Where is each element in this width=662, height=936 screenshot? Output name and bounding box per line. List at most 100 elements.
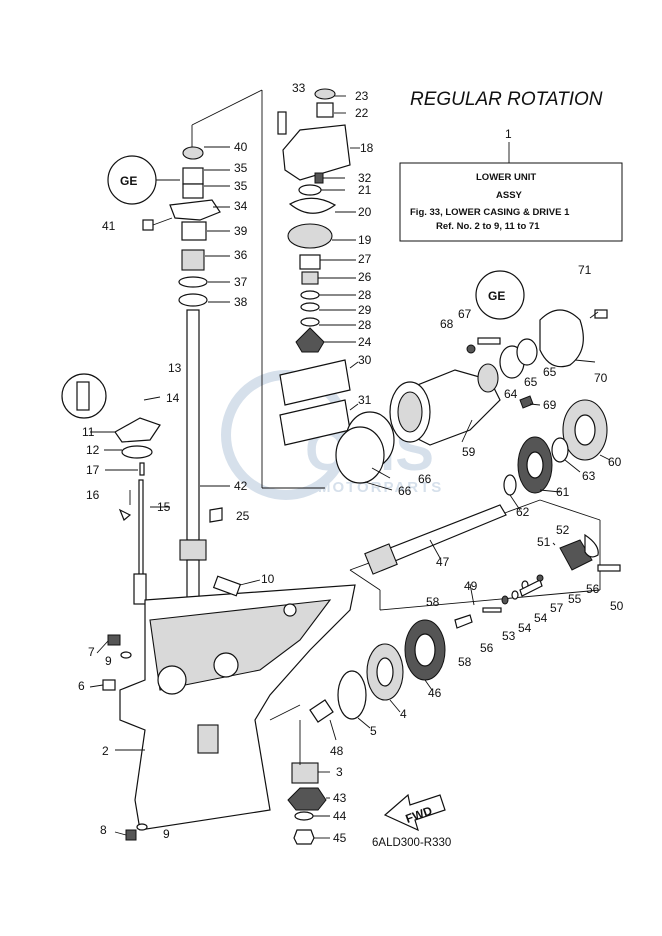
callout-14: 14 <box>166 391 180 405</box>
svg-text:GE: GE <box>120 174 137 188</box>
callout-27: 27 <box>358 252 372 266</box>
shaft-housing-assembly <box>335 309 611 511</box>
callout-42: 42 <box>234 479 248 493</box>
callout-48: 48 <box>330 744 344 758</box>
grease-symbol-icon <box>61 373 107 419</box>
callout-2: 2 <box>102 744 109 758</box>
callout-16: 16 <box>86 488 100 502</box>
callout-66b: 66 <box>398 484 412 498</box>
callout-3: 3 <box>336 765 343 779</box>
callout-65b: 65 <box>543 365 557 379</box>
callout-36: 36 <box>234 248 248 262</box>
callout-35: 35 <box>234 161 248 175</box>
callout-32: 32 <box>358 171 372 185</box>
callout-9b: 9 <box>163 827 170 841</box>
callout-65: 65 <box>524 375 538 389</box>
callout-31: 31 <box>358 393 372 407</box>
water-pump-assembly <box>277 88 360 446</box>
callout-39: 39 <box>234 224 248 238</box>
forward-gear-assembly <box>337 619 446 729</box>
callout-63: 63 <box>582 469 596 483</box>
callout-18: 18 <box>360 141 374 155</box>
svg-text:GE: GE <box>488 289 505 303</box>
callout-57: 57 <box>550 601 564 615</box>
callout-54b: 54 <box>534 611 548 625</box>
diagram-code: 6ALD300-R330 <box>372 837 451 849</box>
callout-47: 47 <box>436 555 450 569</box>
callout-17: 17 <box>86 463 100 477</box>
callout-67: 67 <box>458 307 472 321</box>
callout-30: 30 <box>358 353 372 367</box>
callout-56: 56 <box>586 582 600 596</box>
callout-21: 21 <box>358 183 372 197</box>
callout-59: 59 <box>462 445 476 459</box>
callout-71: 71 <box>578 263 592 277</box>
callout-24: 24 <box>358 335 372 349</box>
callout-10: 10 <box>261 572 275 586</box>
callout-38: 38 <box>234 295 248 309</box>
callout-68: 68 <box>440 317 454 331</box>
callout-60: 60 <box>608 455 622 469</box>
callout-46: 46 <box>428 686 442 700</box>
lower-casing <box>115 507 356 831</box>
callout-8: 8 <box>100 823 107 837</box>
pump-frame-lines <box>191 89 325 489</box>
callout-19: 19 <box>358 233 372 247</box>
callout-12: 12 <box>86 443 100 457</box>
callout-43: 43 <box>333 791 347 805</box>
info-box-line1: LOWER UNIT <box>476 172 536 183</box>
callout-58b: 58 <box>458 655 472 669</box>
shift-rod-assembly <box>90 396 170 605</box>
info-box-line3: Fig. 33, LOWER CASING & DRIVE 1 <box>410 207 570 218</box>
pinion-assembly <box>269 699 337 845</box>
bolt-41-icon <box>142 217 173 231</box>
callout-13: 13 <box>168 361 182 375</box>
callout-22: 22 <box>355 106 369 120</box>
callout-61: 61 <box>556 485 570 499</box>
callout-56b: 56 <box>480 641 494 655</box>
callout-28b: 28 <box>358 318 372 332</box>
callout-26: 26 <box>358 270 372 284</box>
callout-37: 37 <box>234 275 248 289</box>
info-box-line2: ASSY <box>496 190 523 201</box>
callout-15: 15 <box>157 500 171 514</box>
callout-4: 4 <box>400 707 407 721</box>
watermark-subtitle: MOTORPARTS <box>318 479 443 496</box>
callout-25: 25 <box>236 509 250 523</box>
info-box-line4: Ref. No. 2 to 9, 11 to 71 <box>436 221 540 232</box>
callout-6: 6 <box>78 679 85 693</box>
casing-small-parts <box>89 634 148 841</box>
callout-44: 44 <box>333 809 347 823</box>
callout-66: 66 <box>418 472 432 486</box>
callout-34: 34 <box>234 199 248 213</box>
callout-28: 28 <box>358 288 372 302</box>
grease-symbol-icon: GE <box>475 270 525 320</box>
callout-41: 41 <box>102 219 116 233</box>
drive-shaft-assembly <box>169 146 230 621</box>
callout-54: 54 <box>518 621 532 635</box>
callout-55: 55 <box>568 592 582 606</box>
callout-53: 53 <box>502 629 516 643</box>
callout-29: 29 <box>358 303 372 317</box>
grease-symbol-icon: GE <box>107 155 180 205</box>
diagram-title: REGULAR ROTATION <box>410 89 603 110</box>
callout-45: 45 <box>333 831 347 845</box>
info-box: 1 LOWER UNIT ASSY Fig. 33, LOWER CASING … <box>399 127 623 242</box>
callout-35b: 35 <box>234 179 248 193</box>
callout-1: 1 <box>505 127 512 141</box>
callout-62: 62 <box>516 505 530 519</box>
callout-69: 69 <box>543 398 557 412</box>
callout-11: 11 <box>82 425 95 439</box>
callout-labels: 2 3 4 5 6 7 8 9 9 10 11 12 13 14 15 16 1… <box>78 81 624 845</box>
callout-58: 58 <box>426 595 440 609</box>
callout-33: 33 <box>292 81 306 95</box>
callout-5: 5 <box>370 724 377 738</box>
callout-49: 49 <box>464 579 478 593</box>
fwd-arrow-icon: FWD <box>383 793 446 832</box>
callout-9: 9 <box>105 654 112 668</box>
callout-70: 70 <box>594 371 608 385</box>
callout-64: 64 <box>504 387 518 401</box>
callout-50: 50 <box>610 599 624 613</box>
callout-51: 51 <box>537 535 551 549</box>
